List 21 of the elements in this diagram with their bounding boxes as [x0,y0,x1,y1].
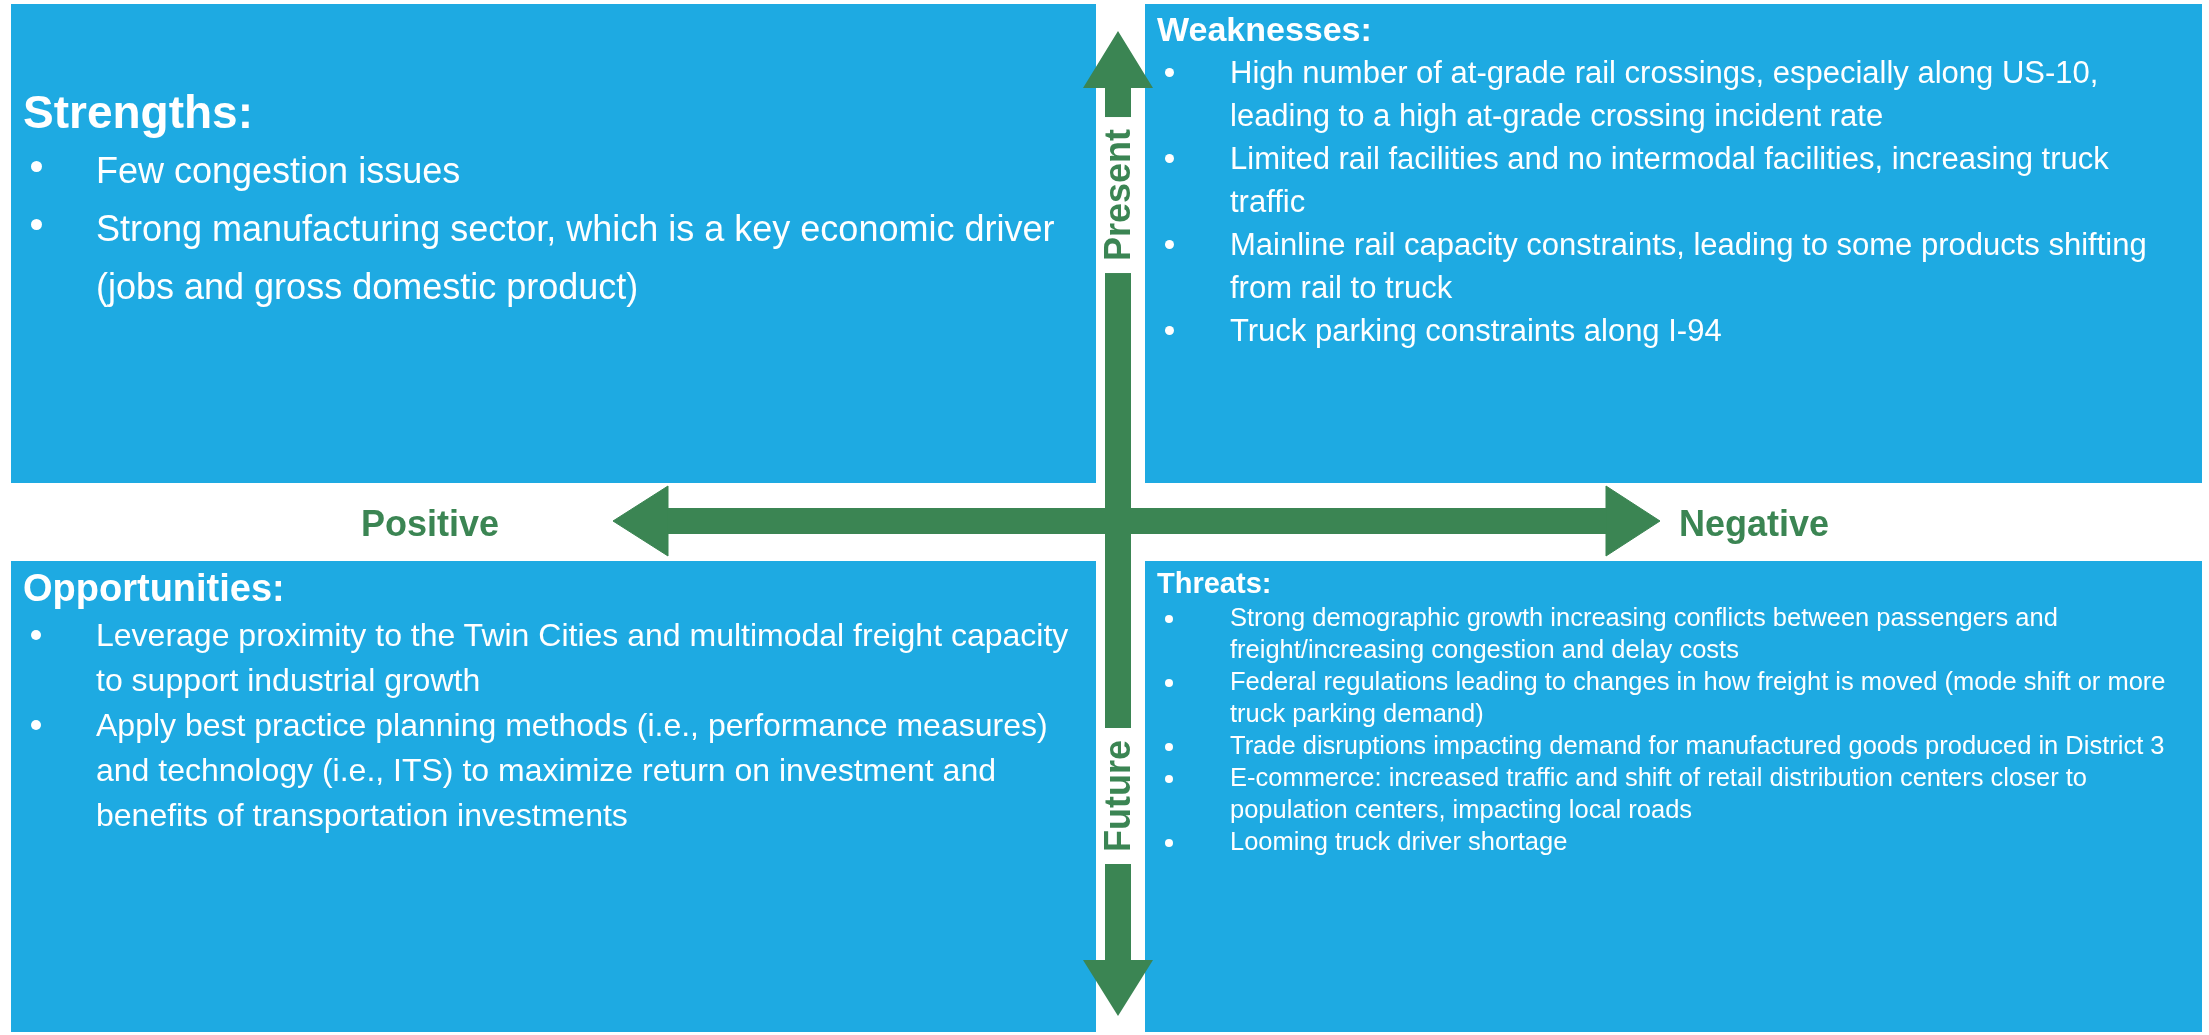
quadrant-box [11,4,1096,483]
bullet-item: Truck parking constraints along I-94 [1157,308,2190,352]
bullet-item: Trade disruptions impacting demand for manufactured goods produced in District 3 [1157,729,2190,762]
quadrant-box [1145,4,2202,483]
quadrant-box [1145,561,2202,1032]
bullet-item: Strong manufacturing sector, which is a key economic driver (jobs and gross domestic product) [23,199,1084,316]
bullet-item: High number of at-grade rail crossings, especially along US-10, leading to a high at-grade crossing incident rate [1157,50,2190,137]
bullet-item: Limited rail facilities and no intermodal facilities, increasing truck traffic [1157,136,2190,223]
bullet-item: Apply best practice planning methods (i.e., performance measures) and technology (i.e., ITS) to maximize return on investment and benefits of transportation investments [23,702,1084,838]
quadrant-heading: Weaknesses: [1157,9,1373,50]
bullet-item: E-commerce: increased traffic and shift of retail distribution centers closer to population centers, impacting local roads [1157,761,2190,826]
quadrant-heading: Threats: [1157,566,1273,601]
bullet-item: Federal regulations leading to changes in how freight is moved (mode shift or more truck parking demand) [1157,665,2190,730]
bullet-item: Few congestion issues [23,141,1084,200]
quadrant-heading: Opportunities: [23,566,286,611]
bullet-item: Strong demographic growth increasing conflicts between passengers and freight/increasing congestion and delay costs [1157,601,2190,666]
bullet-item: Leverage proximity to the Twin Cities and multimodal freight capacity to support industrial growth [23,612,1084,703]
quadrant-box [11,561,1096,1032]
bullet-item: Looming truck driver shortage [1157,825,2190,858]
bullet-item: Mainline rail capacity constraints, leading to some products shifting from rail to truck [1157,222,2190,309]
quadrant-heading: Strengths: [23,85,254,140]
